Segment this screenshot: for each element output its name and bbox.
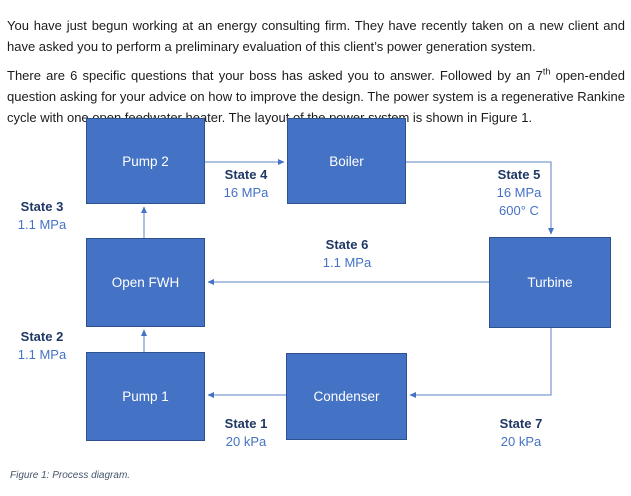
figure-caption: Figure 1: Process diagram. bbox=[10, 470, 131, 481]
state-1-label: State 1 20 kPa bbox=[206, 415, 286, 451]
block-condenser: Condenser bbox=[286, 353, 407, 440]
block-pump-1: Pump 1 bbox=[86, 352, 205, 441]
connector-turbine-condenser bbox=[409, 328, 552, 398]
state-4-name: State 4 bbox=[224, 167, 268, 182]
state-4-label: State 4 16 MPa bbox=[206, 166, 286, 202]
block-turbine: Turbine bbox=[489, 237, 611, 328]
state-5-label: State 5 16 MPa 600° C bbox=[479, 166, 559, 220]
state-6-name: State 6 bbox=[325, 237, 369, 252]
state-7-value: 20 kPa bbox=[500, 434, 542, 449]
state-3-value: 1.1 MPa bbox=[17, 217, 67, 232]
state-5-value: 16 MPa bbox=[496, 185, 542, 200]
intro-paragraph-2-text: There are 6 specific questions that your… bbox=[7, 68, 543, 83]
block-pump-2: Pump 2 bbox=[86, 118, 205, 204]
state-2-label: State 2 1.1 MPa bbox=[2, 328, 82, 364]
state-7-label: State 7 20 kPa bbox=[481, 415, 561, 451]
state-6-label: State 6 1.1 MPa bbox=[307, 236, 387, 272]
state-4-value: 16 MPa bbox=[223, 185, 269, 200]
state-5-name: State 5 bbox=[497, 167, 541, 182]
state-2-name: State 2 bbox=[20, 329, 64, 344]
state-7-name: State 7 bbox=[499, 416, 543, 431]
state-3-label: State 3 1.1 MPa bbox=[2, 198, 82, 234]
state-2-value: 1.1 MPa bbox=[17, 347, 67, 362]
ordinal-superscript: th bbox=[542, 66, 551, 77]
state-3-name: State 3 bbox=[20, 199, 64, 214]
state-1-name: State 1 bbox=[224, 416, 268, 431]
block-open-fwh: Open FWH bbox=[86, 238, 205, 327]
block-boiler: Boiler bbox=[287, 118, 406, 204]
intro-paragraph-1: You have just begun working at an energy… bbox=[7, 18, 625, 54]
state-6-value: 1.1 MPa bbox=[322, 255, 372, 270]
state-5-value2: 600° C bbox=[499, 203, 539, 218]
state-1-value: 20 kPa bbox=[225, 434, 267, 449]
